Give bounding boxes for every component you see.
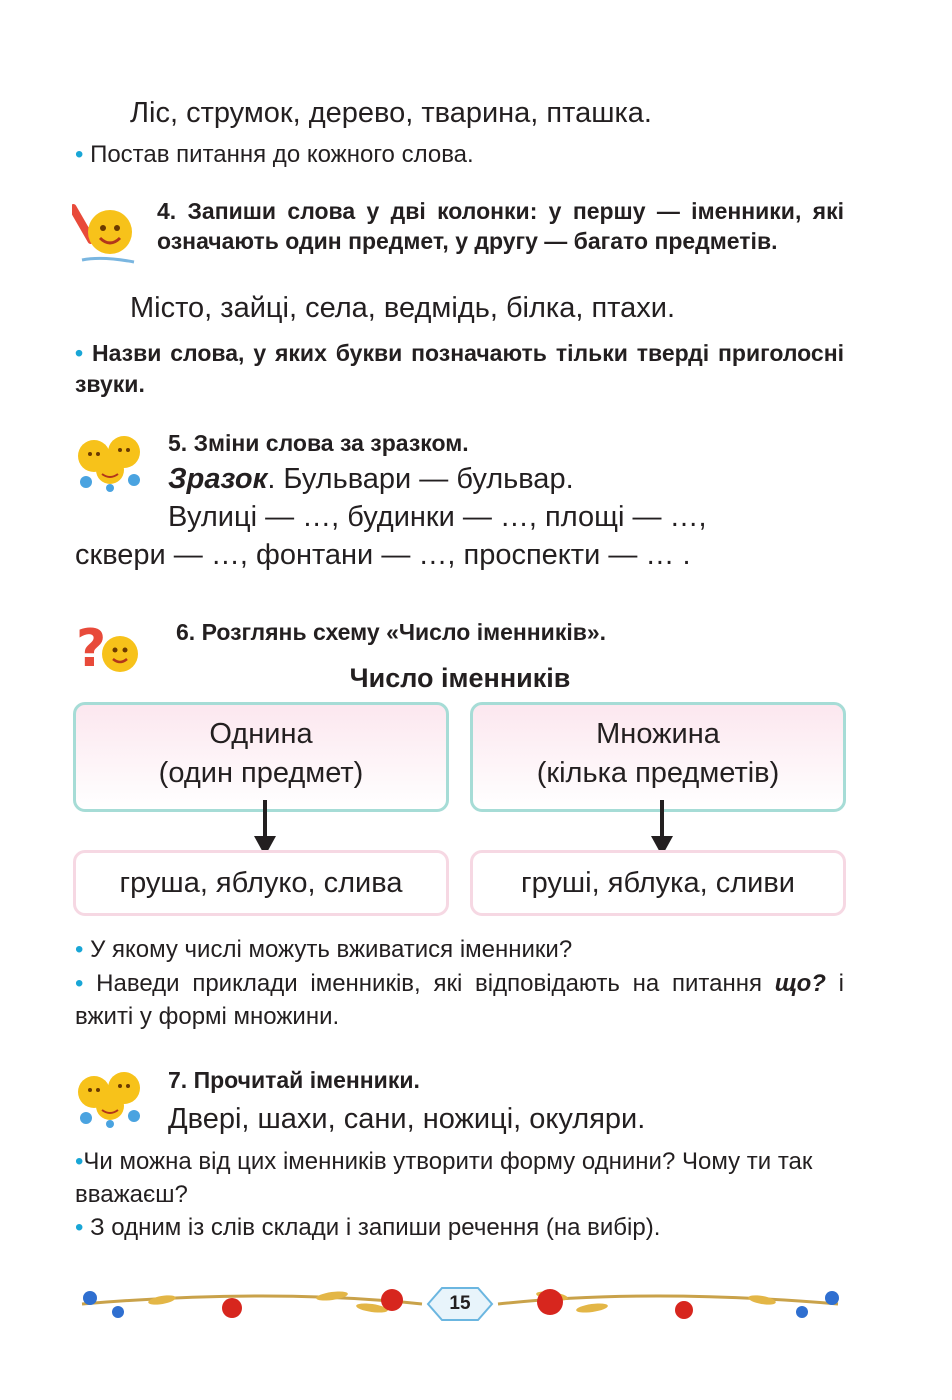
task6-bullet2: • Наведи приклади іменників, які відпові… [75,970,845,1031]
task7-bullet2: • З одним із слів склади і запиши реченн… [75,1214,661,1241]
task4-bullet: • Назви слова, у яких букви позначають т… [75,340,845,398]
task5-title: 5. Зміни слова за зразком. [168,430,469,456]
plural-title: Множина [596,718,720,750]
singular-examples: груша, яблуко, слива [119,867,403,899]
bullet-question: • Постав питання до кожного слова. [75,141,474,168]
smiley-group-icon [78,436,140,492]
task5-line2: сквери — …, фонтани — …, проспекти — … . [75,539,691,571]
singular-arrow [254,800,276,856]
plural-arrow [651,800,673,856]
plural-examples: груші, яблука, сливи [521,867,795,899]
scheme-title: Число іменників [349,663,571,693]
task4-words: Місто, зайці, села, ведмідь, білка, птах… [130,292,676,324]
task5-sample: Зразок. Бульвари — бульвар. [168,463,574,495]
page-number: 15 [449,1293,471,1314]
smiley-pencil-icon [72,204,135,264]
singular-box: Однина (один предмет) [73,702,449,812]
smiley-question-icon: ? [76,619,138,679]
plural-desc: (кілька предметів) [536,757,780,790]
floral-ornament-icon [81,1287,839,1321]
task6-title: 6. Розглянь схему «Число іменників». [176,619,607,645]
singular-desc: (один предмет) [158,757,364,790]
task6-bullet1: • У якому числі можуть вживатися іменник… [75,936,573,963]
task7-title: 7. Прочитай іменники. [168,1067,420,1093]
smiley-group-icon [78,1072,140,1128]
singular-examples-box: груша, яблуко, слива [73,850,449,916]
plural-box: Множина (кілька предметів) [470,702,846,812]
svg-text:?: ? [76,619,106,679]
words-line: Ліс, струмок, дерево, тварина, пташка. [130,97,652,129]
task7-words: Двері, шахи, сани, ножиці, окуляри. [168,1103,646,1135]
singular-title: Однина [209,718,313,750]
plural-examples-box: груші, яблука, сливи [470,850,846,916]
task7-bullet1: •Чи можна від цих іменників утворити фор… [75,1148,813,1209]
task4-title: 4. Запиши слова у дві колонки: у першу —… [157,198,844,254]
task5-line1: Вулиці — …, будинки — …, площі — …, [168,501,707,533]
